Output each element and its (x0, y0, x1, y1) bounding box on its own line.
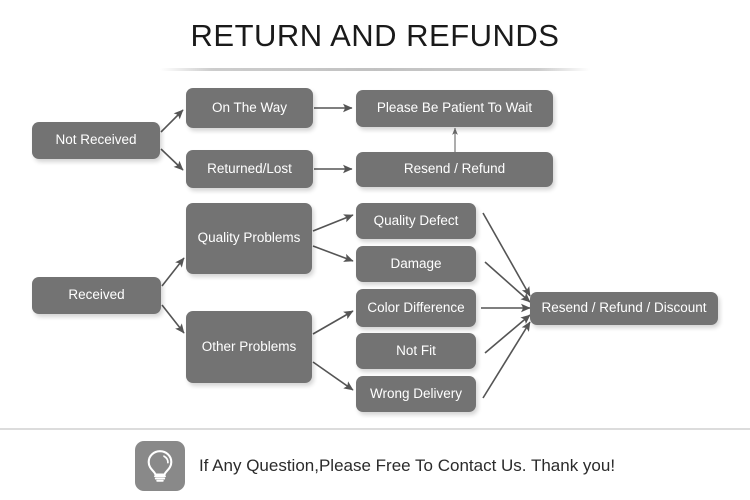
node-label: Damage (390, 255, 442, 271)
node-quality-defect[interactable]: Quality Defect (356, 203, 476, 239)
node-label: Resend / Refund / Discount (541, 300, 707, 316)
node-label: On The Way (211, 99, 288, 115)
node-label: Quality Defect (373, 212, 459, 228)
node-other-problems[interactable]: Other Problems (186, 311, 312, 383)
node-not-fit[interactable]: Not Fit (356, 333, 476, 369)
node-quality-problems[interactable]: Quality Problems (186, 203, 312, 274)
node-label: Not Received (55, 132, 137, 148)
footer-divider (0, 428, 750, 430)
page-title: RETURN AND REFUNDS (190, 18, 560, 53)
title-divider (160, 68, 590, 71)
node-wrong-delivery[interactable]: Wrong Delivery (356, 376, 476, 412)
node-label: Please Be Patient To Wait (376, 100, 533, 116)
node-received[interactable]: Received (32, 277, 161, 314)
lightbulb-icon (134, 441, 185, 491)
node-color-difference[interactable]: Color Difference (356, 289, 476, 327)
footer-message: If Any Question,Please Free To Contact U… (198, 456, 616, 475)
node-resend-refund[interactable]: Resend / Refund (356, 152, 553, 187)
node-resend-refund-discount[interactable]: Resend / Refund / Discount (530, 292, 718, 325)
node-label: Other Problems (201, 338, 297, 354)
node-label: Returned/Lost (207, 160, 292, 176)
node-label: Resend / Refund (403, 161, 506, 177)
node-label: Wrong Delivery (369, 385, 463, 401)
node-label: Quality Problems (197, 230, 301, 246)
node-damage[interactable]: Damage (356, 246, 476, 282)
node-please-be-patient-to-wait[interactable]: Please Be Patient To Wait (356, 90, 553, 127)
node-label: Not Fit (396, 342, 436, 358)
footer: If Any Question,Please Free To Contact U… (0, 436, 750, 496)
node-returned-lost[interactable]: Returned/Lost (186, 150, 313, 188)
node-label: Received (68, 287, 125, 303)
node-label: Color Difference (367, 299, 465, 315)
node-not-received[interactable]: Not Received (32, 122, 160, 159)
node-on-the-way[interactable]: On The Way (186, 88, 313, 128)
